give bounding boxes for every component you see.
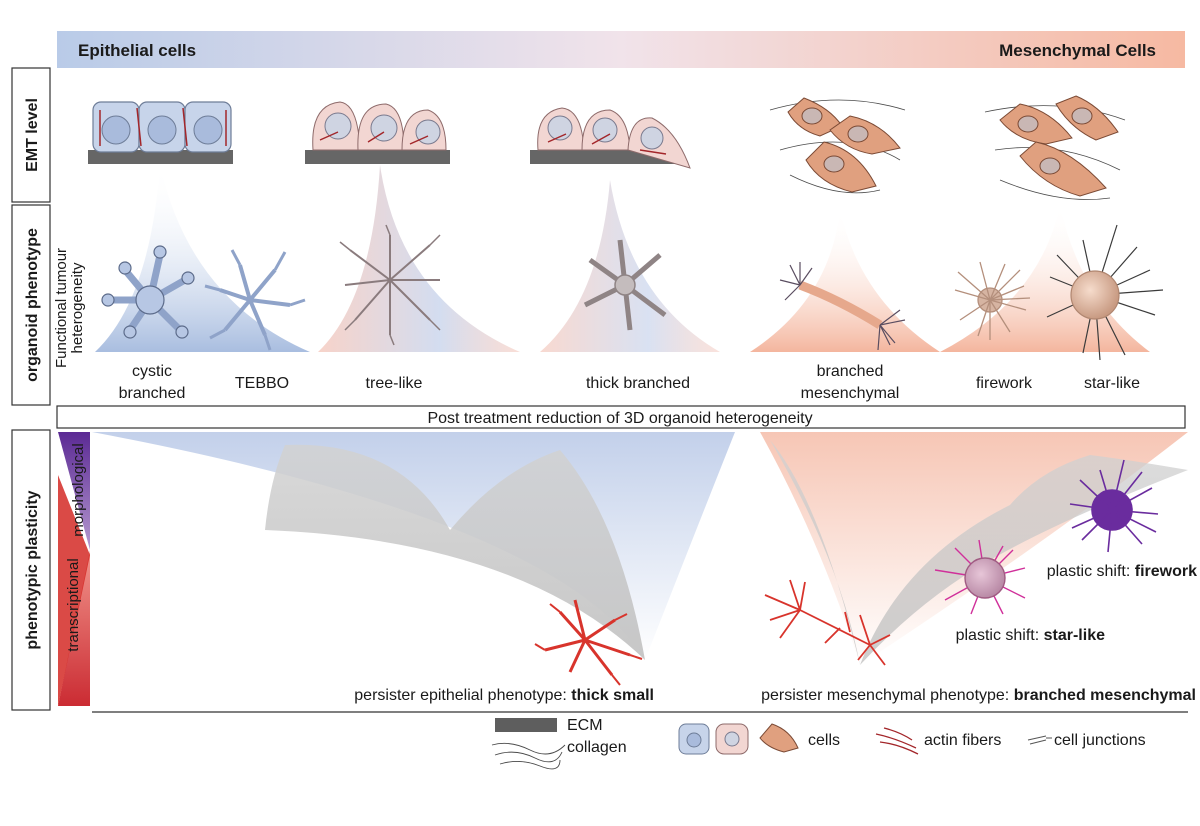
plastic-shift-starlike-label: plastic shift: star-like: [956, 627, 1106, 644]
functional-heterogeneity-label-2: heterogeneity: [69, 262, 86, 353]
transcriptional-label: transcriptional: [65, 558, 82, 651]
cystic-branched-organoid: [101, 245, 195, 339]
persister-mesenchymal-label: persister mesenchymal phenotype: branche…: [761, 687, 1196, 704]
legend-cells-label: cells: [808, 732, 840, 749]
mesenchymal-cell-cluster-1: [769, 97, 906, 194]
persister-mesenchymal-organoid: [764, 579, 891, 666]
grey-fan-mesenchymal: [770, 440, 1188, 665]
mesenchymal-cells-label: Mesenchymal Cells: [999, 41, 1156, 60]
fan-epithelial-1: [95, 165, 310, 352]
ecm-collagen-icon: [491, 718, 566, 770]
cell-junction-icon: [1027, 735, 1052, 745]
plastic-shift-firework-word: firework: [1135, 563, 1197, 580]
plastic-shift-starlike-word: star-like: [1044, 627, 1105, 644]
plastic-shift-prefix-2: plastic shift:: [956, 627, 1044, 644]
plastic-shift-starlike-organoid: [934, 539, 1026, 615]
emt-level-label: EMT level: [24, 98, 41, 172]
star-like-organoid: [1046, 224, 1164, 361]
phenotype-label-star-like: star-like: [1084, 375, 1140, 392]
fibroblast-cell-icon: [759, 723, 799, 753]
post-treatment-text: Post treatment reduction of 3D organoid …: [427, 410, 812, 427]
phenotypic-plasticity-box: [11, 429, 51, 711]
phenotype-label-cystic-1: cystic: [132, 363, 172, 380]
epithelial-cell-layer-2: [305, 101, 450, 164]
legend-ecm-label: ECM: [567, 717, 603, 734]
organoid-phenotype-box: [11, 204, 51, 406]
plastic-shift-prefix-1: plastic shift:: [1047, 563, 1135, 580]
mesenchymal-cell-cluster-2: [984, 95, 1126, 200]
tree-like-organoid: [339, 224, 441, 346]
persister-epithelial-word: thick small: [571, 687, 654, 704]
epithelial-cell-layer-3: [530, 107, 691, 169]
legend-collagen-label: collagen: [567, 739, 627, 756]
fan-branched-mesenchymal: [750, 210, 940, 352]
transcriptional-plasticity-wedge: [58, 475, 90, 706]
morphological-plasticity-triangle: [58, 432, 90, 550]
fan-firework-star: [940, 205, 1150, 352]
fan-tree-like: [318, 165, 520, 352]
persister-mesenchymal-word: branched mesenchymal: [1014, 687, 1196, 704]
persister-epithelial-label: persister epithelial phenotype: thick sm…: [354, 687, 654, 704]
plastic-shift-firework-label: plastic shift: firework: [1047, 563, 1197, 580]
post-treatment-banner: [56, 405, 1186, 429]
phenotype-label-branched-2: mesenchymal: [801, 385, 900, 402]
tebbo-organoid: [204, 249, 306, 351]
persister-epithelial-prefix: persister epithelial phenotype:: [354, 687, 571, 704]
phenotype-label-tebbo: TEBBO: [235, 375, 289, 392]
phenotype-label-branched-1: branched: [817, 363, 884, 380]
morphological-label: morphological: [70, 443, 87, 536]
thick-branched-organoid: [583, 239, 667, 331]
legend-cell-junctions-label: cell junctions: [1054, 732, 1146, 749]
functional-heterogeneity-label-1: Functional tumour: [53, 248, 70, 368]
phenotype-label-tree-like: tree-like: [366, 375, 423, 392]
phenotype-label-thick-branched: thick branched: [586, 375, 690, 392]
plastic-shift-firework-organoid: [1069, 459, 1159, 553]
phenotype-label-firework: firework: [976, 375, 1033, 392]
emt-gradient-bar: [57, 31, 1185, 68]
persister-mesenchymal-prefix: persister mesenchymal phenotype:: [761, 687, 1014, 704]
actin-fibers-icon: [875, 727, 919, 755]
phenotypic-plasticity-label: phenotypic plasticity: [24, 490, 41, 649]
grey-fan-epithelial: [265, 444, 645, 660]
legend-actin-fibers-label: actin fibers: [924, 732, 1001, 749]
emt-level-box: [11, 67, 51, 203]
phenotype-label-cystic-2: branched: [119, 385, 186, 402]
fan-thick-branched: [540, 180, 720, 352]
persister-epithelial-organoid: [534, 599, 643, 686]
firework-organoid: [954, 261, 1031, 340]
epithelial-cells-label: Epithelial cells: [78, 41, 196, 60]
organoid-phenotype-label: organoid phenotype: [24, 228, 41, 382]
branched-mesenchymal-organoid: [779, 262, 906, 351]
epithelial-cell-layer-1: [88, 101, 233, 164]
